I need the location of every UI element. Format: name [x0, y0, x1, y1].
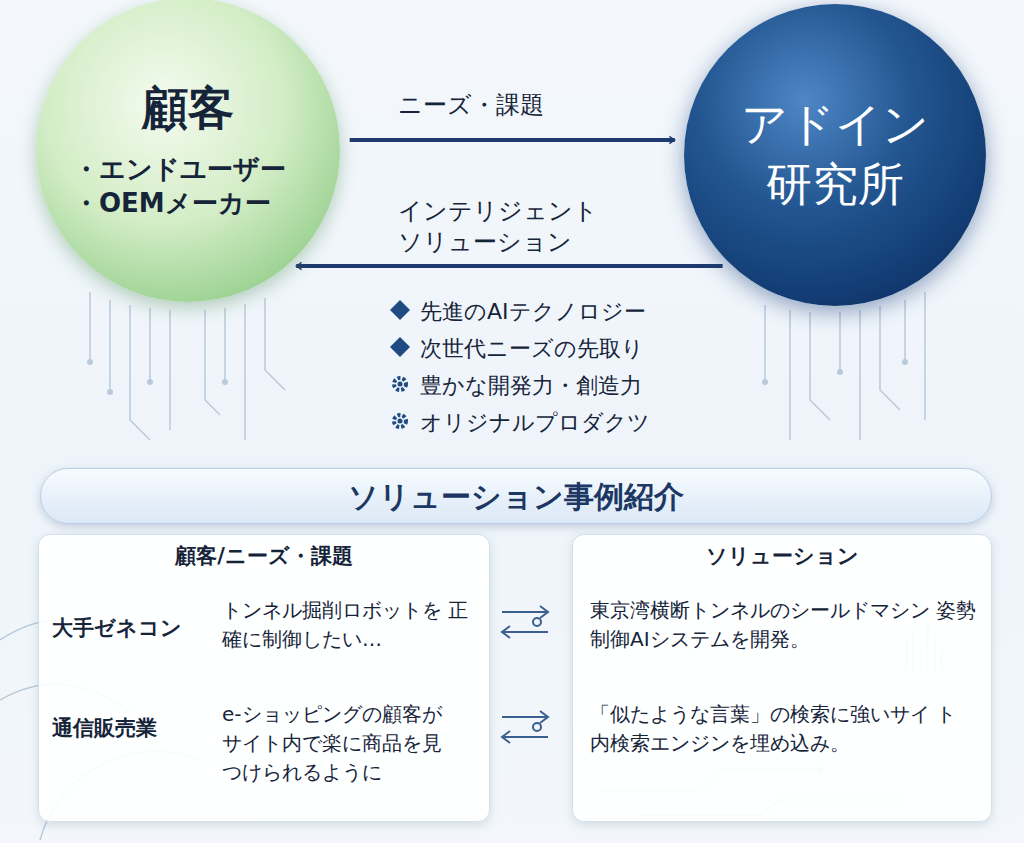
edge-label: インテリジェント ソリューション [398, 196, 608, 258]
node-title: 顧客/ニーズ・課題 [39, 543, 489, 570]
node-text: ・エンドユーザー [73, 153, 303, 187]
circuit-dot [902, 359, 908, 365]
feature-text: 次世代ニーズの先取り [420, 333, 700, 365]
node-title: ソリューション [573, 543, 991, 570]
circuit-dot [147, 379, 153, 385]
circuit-dot [107, 389, 113, 395]
circuit-dot [222, 379, 228, 385]
client-name: 通信販売業 [52, 713, 212, 743]
bullet-icon [390, 300, 410, 427]
bullet-icon [390, 337, 410, 357]
node-text: ・OEMメーカー [73, 187, 303, 221]
exchange-icon [502, 731, 548, 743]
bullet-icon [394, 378, 406, 390]
feature-text: 先進のAIテクノロジー [420, 296, 700, 328]
circuit-line [90, 292, 285, 440]
circuit-dot [837, 369, 843, 375]
solution-panel: ソリューション [572, 534, 992, 822]
bullet-icon [398, 419, 403, 424]
circuit-dot [87, 359, 93, 365]
exchange-icon [502, 626, 548, 638]
circuit-dot [762, 379, 768, 385]
edge-label: ニーズ・課題 [398, 90, 658, 121]
exchange-icon [533, 723, 541, 731]
exchange-icon [533, 618, 541, 626]
node-title: 顧客 [142, 79, 234, 139]
client-name: 大手ゼネコン [52, 613, 212, 643]
feature-text: オリジナルプロダクツ [420, 407, 700, 439]
circuit-line [765, 292, 925, 440]
solution-text: 東京湾横断トンネルのシールドマシン 姿勢制御AIシステムを開発。 [590, 596, 982, 654]
bullet-icon [394, 415, 406, 427]
solution-text: 「似たような言葉」の検索に強いサイ ト内検索エンジンを埋め込み。 [590, 700, 962, 758]
node-title: アドイン 研究所 [736, 95, 934, 215]
exchange-icon [502, 711, 548, 723]
flow-arrow [296, 264, 722, 268]
exchange-icon [502, 606, 548, 618]
bullet-icon [398, 382, 403, 387]
section-band: ソリューション事例紹介 [40, 468, 992, 524]
feature-text: 豊かな開発力・創造力 [420, 370, 700, 402]
need-text: e-ショッピングの顧客が サイト内で楽に商品を見 つけられるように [222, 700, 462, 787]
bullet-icon [390, 300, 410, 320]
exchange-icon [502, 606, 548, 743]
need-text: トンネル掘削ロボットを 正確に制御したい… [222, 596, 484, 654]
node-title: ソリューション事例紹介 [348, 477, 684, 516]
customer-circle: 顧客・エンドユーザー・OEMメーカー [36, 0, 340, 302]
flow-arrow [350, 138, 675, 142]
lab-circle: アドイン 研究所 [684, 4, 986, 306]
